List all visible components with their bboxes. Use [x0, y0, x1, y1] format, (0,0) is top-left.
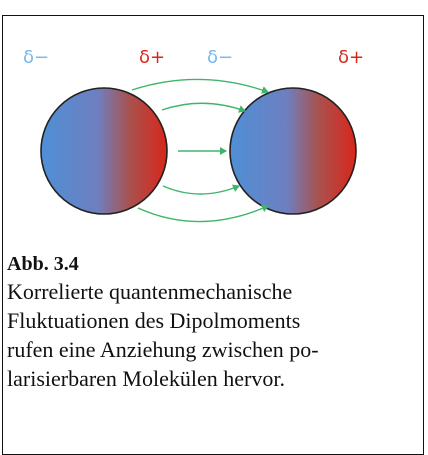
right-negative-charge-label: δ−: [207, 47, 233, 68]
right-positive-charge-label: δ+: [338, 47, 364, 68]
caption-text: Korrelierte quantenmechanische Fluktuati…: [7, 279, 319, 391]
right-molecule: [229, 87, 357, 215]
caption-title: Abb. 3.4: [7, 253, 79, 275]
figure-caption: Abb. 3.4 Korrelierte quantenmechanische …: [7, 252, 419, 393]
attraction-arrow-bottom-outer: [137, 204, 269, 223]
left-negative-charge-label: δ−: [23, 47, 49, 68]
attraction-arrow-bottom-inner: [162, 184, 240, 195]
left-molecule: [40, 87, 168, 215]
attraction-arrow-top-inner: [161, 102, 246, 113]
attraction-arrow-top-outer: [131, 78, 269, 94]
left-positive-charge-label: δ+: [139, 47, 165, 68]
dipole-diagram: δ− δ+ δ− δ+: [23, 47, 364, 223]
